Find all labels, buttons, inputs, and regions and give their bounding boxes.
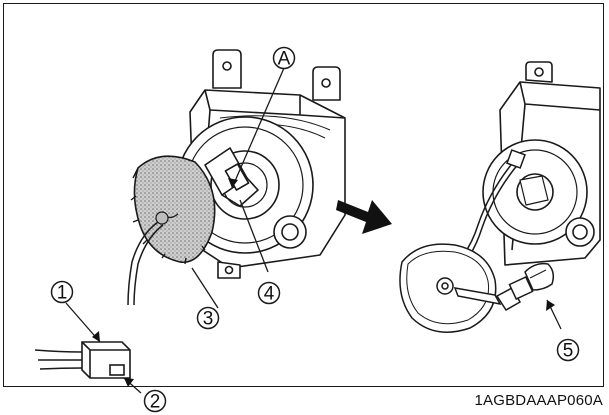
- right-headlight-housing-icon: [482, 61, 601, 266]
- bulb-icon: [495, 262, 555, 312]
- callout-5: 5: [556, 338, 580, 362]
- dust-cover-icon: [130, 155, 216, 265]
- callout-label-1: 1: [57, 283, 68, 304]
- removed-dust-cover-icon: [399, 149, 526, 333]
- callout-label-4: 4: [264, 284, 275, 305]
- arrow-right-icon: [336, 200, 392, 234]
- callout-label-A: A: [278, 49, 291, 70]
- callout-label-3: 3: [203, 309, 214, 330]
- callout-1: 1: [50, 280, 74, 304]
- figure-code: 1AGBDAAAP060A: [474, 392, 603, 409]
- callout-A: A: [272, 46, 296, 70]
- connector-icon: [34, 341, 131, 379]
- callout-label-2: 2: [150, 392, 161, 413]
- callout-label-5: 5: [563, 341, 574, 362]
- wire-harness-icon: [127, 221, 164, 306]
- callout-3: 3: [196, 306, 220, 330]
- callout-4: 4: [257, 281, 281, 305]
- diagram-frame: [3, 3, 604, 387]
- callout-2: 2: [143, 389, 167, 413]
- leader-arrowheads: [92, 178, 555, 387]
